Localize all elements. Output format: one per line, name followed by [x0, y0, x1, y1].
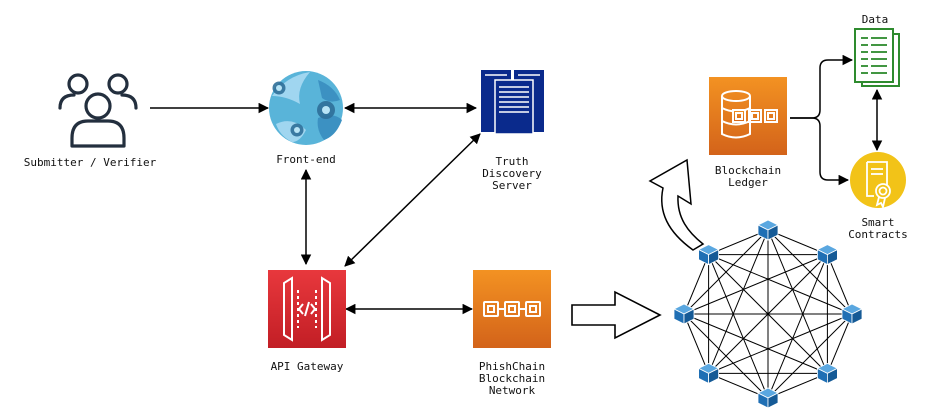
azure-web-app-icon [269, 71, 343, 145]
label-phishchain: PhishChain Blockchain Network [462, 361, 562, 397]
cube-node-icon [757, 387, 779, 409]
label-truth-server: Truth Discovery Server [462, 156, 562, 192]
blockchain-ledger-icon [709, 77, 787, 155]
mesh-nodes [673, 219, 863, 409]
label-ledger: Blockchain Ledger [698, 165, 798, 189]
mesh-edge [708, 229, 769, 374]
mesh-edge [683, 254, 710, 315]
arrow-ledger-to-contracts [790, 117, 850, 186]
cube-node-icon [816, 244, 839, 266]
mesh-edge [826, 313, 853, 374]
mesh-edge [767, 229, 828, 374]
mesh-edge [683, 313, 710, 374]
certificate-icon [850, 152, 906, 210]
mesh-edge [683, 254, 828, 315]
document-icon [854, 28, 900, 87]
label-submitter: Submitter / Verifier [23, 156, 157, 169]
users-icon [58, 73, 138, 148]
mesh-edge [683, 313, 769, 399]
connectors [150, 54, 883, 315]
label-line: Ledger [728, 176, 768, 189]
label-line: Truth [495, 155, 529, 168]
cube-node-icon [841, 303, 863, 325]
label-line: Server [492, 179, 532, 192]
label-line: Blockchain [714, 164, 782, 177]
arrow-truth-server-api-gateway [344, 133, 481, 267]
label-line: PhishChain [478, 360, 546, 373]
arrow-ledger-to-data [790, 54, 854, 119]
mesh-network [673, 219, 863, 409]
mesh-edge [683, 313, 828, 374]
curved-arrow-network-to-ledger [648, 158, 705, 251]
block-arrow-to-network [571, 290, 662, 340]
label-line: Discovery [482, 167, 542, 180]
mesh-edge [708, 254, 828, 374]
label-line: Smart [861, 216, 895, 229]
cube-node-icon [697, 244, 720, 266]
label-data: Data [861, 13, 889, 26]
mesh-edge [708, 313, 853, 374]
mesh-edge [708, 254, 853, 315]
label-line: Contracts [848, 228, 908, 241]
mesh-edge [826, 254, 853, 315]
cube-node-icon [697, 362, 720, 385]
api-gateway-icon [268, 270, 346, 348]
cube-node-icon [673, 303, 695, 325]
label-line: Network [488, 384, 536, 397]
label-frontend: Front-end [276, 153, 336, 166]
cube-node-icon [816, 362, 839, 385]
cube-node-icon [757, 219, 779, 241]
label-smart-contracts: Smart Contracts [828, 217, 928, 241]
label-api-gateway: API Gateway [270, 360, 344, 373]
server-rack-icon [481, 70, 544, 135]
label-line: Blockchain [478, 372, 546, 385]
blockchain-network-icon [473, 270, 551, 348]
mesh-edge [767, 254, 828, 399]
mesh-edge [708, 254, 769, 399]
